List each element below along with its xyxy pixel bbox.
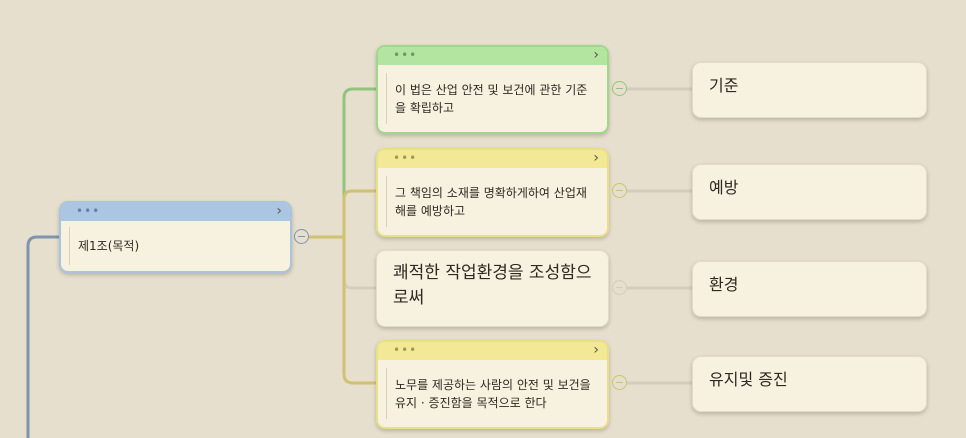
clause-3-collapse-toggle-icon[interactable] (612, 280, 627, 295)
expand-chevron-icon[interactable]: › (276, 203, 282, 219)
clause-node-4-body: 노무를 제공하는 사람의 안전 및 보건을 유지 · 증진함을 목적으로 한다 (386, 368, 597, 419)
clause-node-2-text: 그 책임의 소재를 명확하게하여 산업재해를 예방하고 (395, 185, 587, 218)
clause-2-collapse-toggle-icon[interactable] (612, 183, 627, 198)
more-dots-icon[interactable]: ••• (393, 48, 418, 62)
clause-node-1-header: ••• › (378, 47, 607, 65)
root-node-label: 제1조(목적) (78, 239, 140, 253)
keyword-node-3-label: 환경 (709, 275, 739, 294)
more-dots-icon[interactable]: ••• (393, 151, 418, 165)
keyword-node-1-label: 기준 (709, 76, 739, 95)
keyword-node-2-label: 예방 (709, 178, 739, 197)
clause-node-2[interactable]: ••• › 그 책임의 소재를 명확하게하여 산업재해를 예방하고 (376, 148, 609, 237)
keyword-node-3[interactable]: 환경 (692, 261, 927, 317)
clause-node-2-header: ••• › (378, 150, 607, 168)
more-dots-icon[interactable]: ••• (76, 204, 101, 218)
clause-node-4[interactable]: ••• › 노무를 제공하는 사람의 안전 및 보건을 유지 · 증진함을 목적… (376, 340, 609, 429)
expand-chevron-icon[interactable]: › (593, 150, 599, 166)
clause-node-4-text: 노무를 제공하는 사람의 안전 및 보건을 유지 · 증진함을 목적으로 한다 (395, 377, 591, 410)
branch-clause-4 (342, 237, 377, 385)
clause-node-3-text: 쾌적한 작업환경을 조성함으로써 (393, 263, 592, 308)
expand-chevron-icon[interactable]: › (593, 47, 599, 63)
root-node-body: 제1조(목적) (69, 227, 280, 265)
clause-node-1-text: 이 법은 산업 안전 및 보건에 관한 기준을 확립하고 (395, 82, 588, 115)
root-node-header: ••• › (61, 203, 290, 221)
branch-clause-1 (342, 87, 377, 237)
keyword-node-4[interactable]: 유지및 증진 (692, 356, 927, 412)
clause-node-3[interactable]: 쾌적한 작업환경을 조성함으로써 (376, 250, 609, 327)
branch-clause-3 (342, 237, 377, 290)
root-collapse-toggle-icon[interactable] (294, 229, 309, 244)
clause-node-4-header: ••• › (378, 342, 607, 360)
branch-clause-2 (342, 189, 377, 237)
root-connector (26, 235, 60, 438)
expand-chevron-icon[interactable]: › (593, 342, 599, 358)
keyword-node-2[interactable]: 예방 (692, 164, 927, 220)
clause-node-1[interactable]: ••• › 이 법은 산업 안전 및 보건에 관한 기준을 확립하고 (376, 45, 609, 134)
clause-node-2-body: 그 책임의 소재를 명확하게하여 산업재해를 예방하고 (386, 176, 597, 227)
clause-node-1-body: 이 법은 산업 안전 및 보건에 관한 기준을 확립하고 (386, 73, 597, 124)
keyword-node-1[interactable]: 기준 (692, 62, 927, 118)
clause-1-collapse-toggle-icon[interactable] (612, 81, 627, 96)
more-dots-icon[interactable]: ••• (393, 343, 418, 357)
root-node[interactable]: ••• › 제1조(목적) (59, 201, 292, 273)
clause-4-collapse-toggle-icon[interactable] (612, 375, 627, 390)
keyword-node-4-label: 유지및 증진 (709, 370, 788, 389)
